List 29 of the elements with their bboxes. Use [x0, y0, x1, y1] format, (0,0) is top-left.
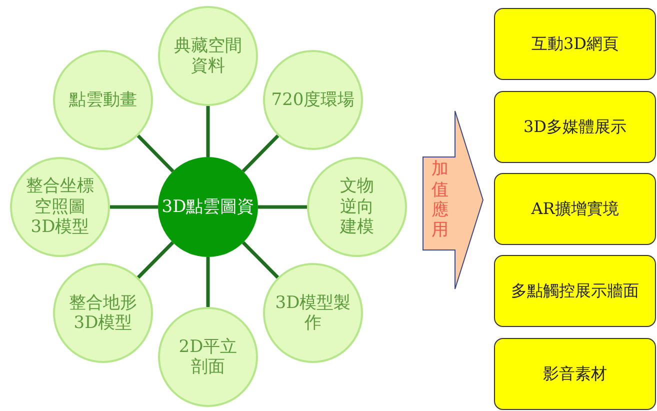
connector-line — [206, 257, 210, 307]
connector-line — [136, 241, 174, 279]
node-label: 多點觸控展示牆面 — [510, 281, 640, 301]
connector-line — [110, 205, 158, 209]
node-label: 整合坐標空照圖3D模型 — [24, 176, 95, 238]
node-label: 影音素材 — [542, 364, 608, 384]
node-label: 加值應用 — [431, 159, 449, 241]
connector-line — [242, 134, 280, 173]
node-label: 3D模型製作 — [274, 292, 352, 334]
node-label: 文物逆向建模 — [338, 176, 375, 238]
node-label: 2D平立剖面 — [178, 336, 238, 378]
node-label: 互動3D網頁 — [530, 34, 620, 54]
node-label: 3D點雲圖資 — [160, 196, 256, 218]
block-arrow — [422, 110, 484, 290]
application-box — [494, 338, 656, 410]
node-label: 整合地形3D模型 — [68, 292, 138, 334]
connector-line — [258, 205, 307, 209]
connector-line — [242, 241, 280, 279]
application-box — [494, 255, 656, 327]
node-label: AR擴增實境 — [530, 199, 620, 219]
node-label: 720度環場 — [270, 90, 356, 110]
node-label: 3D多媒體展示 — [522, 117, 628, 137]
application-box — [494, 8, 656, 80]
node-label: 點雲動畫 — [68, 90, 138, 110]
node-label: 典藏空間資料 — [172, 36, 243, 76]
connector-line — [136, 134, 174, 173]
application-box — [494, 173, 656, 245]
application-box — [494, 91, 656, 163]
connector-line — [206, 106, 210, 157]
